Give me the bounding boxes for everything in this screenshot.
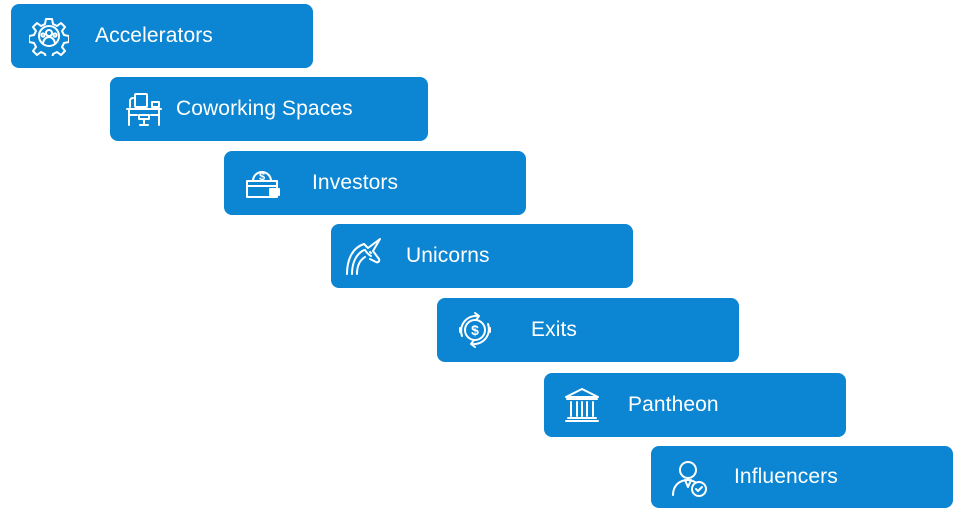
step-label: Unicorns xyxy=(406,244,490,267)
desk-workspace-icon xyxy=(124,89,164,129)
step-coworking-spaces[interactable]: Coworking Spaces xyxy=(110,77,428,141)
step-label: Influencers xyxy=(734,465,838,488)
verified-person-icon xyxy=(669,458,709,498)
step-influencers[interactable]: Influencers xyxy=(651,446,953,508)
step-pantheon[interactable]: Pantheon xyxy=(544,373,846,437)
step-label: Exits xyxy=(531,318,578,341)
svg-text:$: $ xyxy=(471,322,479,338)
bank-building-icon xyxy=(562,385,602,425)
money-wallet-icon: $ xyxy=(242,163,282,203)
step-label: Pantheon xyxy=(628,393,719,416)
step-unicorns[interactable]: Unicorns xyxy=(331,224,633,288)
dollar-cycle-icon: $ xyxy=(455,310,495,350)
unicorn-icon xyxy=(343,236,383,276)
svg-text:$: $ xyxy=(259,171,265,183)
step-investors[interactable]: $ Investors xyxy=(224,151,526,215)
step-exits[interactable]: $ Exits xyxy=(437,298,739,362)
step-label: Accelerators xyxy=(95,24,213,47)
gear-people-icon xyxy=(29,16,69,56)
step-label: Coworking Spaces xyxy=(176,97,353,120)
step-label: Investors xyxy=(312,171,399,194)
step-accelerators[interactable]: Accelerators xyxy=(11,4,313,68)
